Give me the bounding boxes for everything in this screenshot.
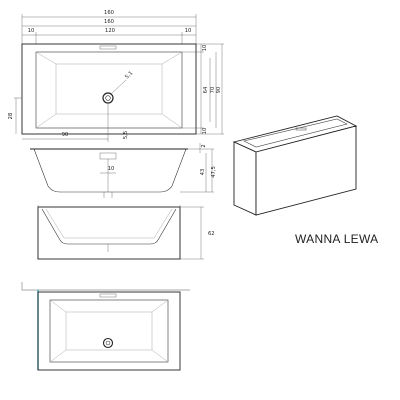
isometric-view	[232, 115, 358, 216]
dim-drain-diameter: 5,1	[124, 70, 134, 80]
drain-icon	[102, 337, 114, 349]
dim-drain-pipe: 10	[108, 166, 115, 172]
dim-overall-depth: 90	[216, 87, 222, 94]
dim-drain-height: 5,5	[123, 131, 129, 139]
top-plan-view: 160 160 10 120 10 5,1 28 90	[8, 10, 224, 142]
dim-depth-outer: 47,5	[211, 166, 217, 178]
side-section-view: 5,5 10 2 43 47,5	[30, 131, 217, 198]
dim-left-margin: 10	[28, 28, 35, 34]
dim-basin-depth: 64	[203, 86, 209, 93]
dim-inner-width: 160	[104, 19, 114, 25]
installation-plan-view	[21, 282, 190, 371]
dim-front-height: 62	[208, 231, 215, 237]
drawing-title: WANNA LEWA	[295, 232, 378, 246]
dim-center-width: 120	[105, 28, 115, 34]
dim-side-top: 2	[201, 144, 207, 147]
dim-drain-x: 90	[62, 132, 69, 138]
dim-right-margin: 10	[185, 28, 192, 34]
dim-drain-offset: 28	[8, 113, 14, 120]
drain-icon	[102, 92, 114, 104]
dim-bottom-rim: 10	[202, 128, 208, 135]
dim-depth-inner: 43	[200, 169, 206, 176]
dim-overall-width: 160	[104, 10, 114, 16]
dim-top-rim: 10	[202, 45, 208, 52]
dim-inner-depth: 70	[210, 87, 216, 94]
front-section-view: 62	[37, 205, 215, 260]
